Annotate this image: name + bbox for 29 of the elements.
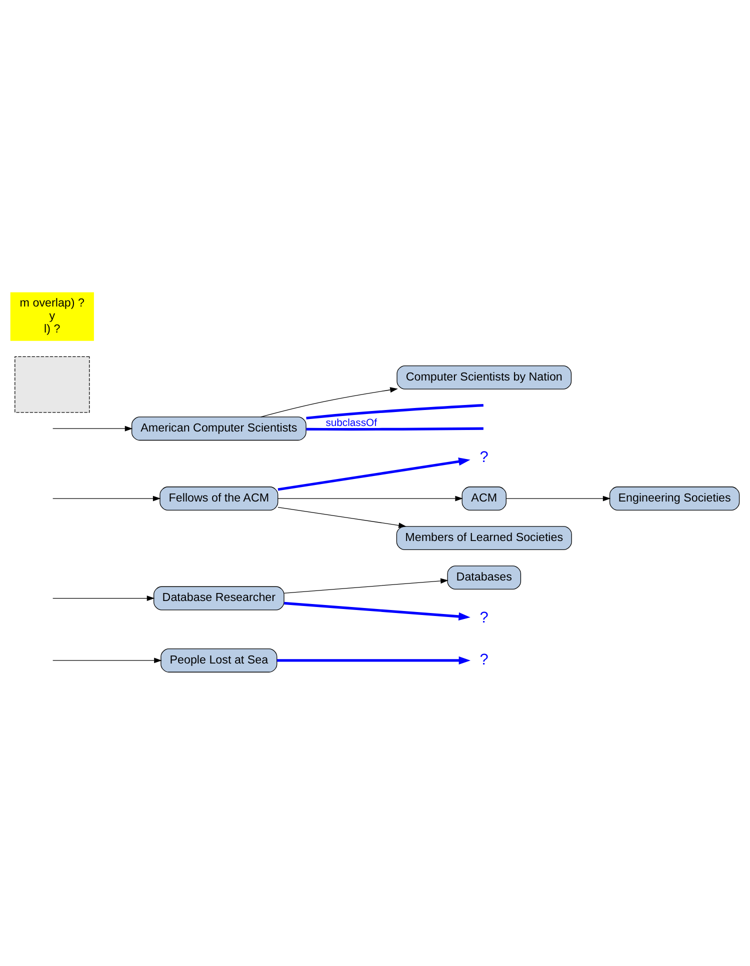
arrow	[52, 496, 161, 502]
node-box: Database Researcher	[154, 586, 284, 610]
node-box: Databases	[447, 566, 522, 590]
node-box: Engineering Societies	[609, 486, 740, 511]
node-text: ?	[480, 651, 488, 668]
node-box: m overlap) ? y l) ?	[10, 292, 94, 341]
node-box	[14, 356, 90, 413]
arrow	[284, 578, 448, 594]
node-box: American Computer Scientists	[131, 416, 306, 441]
node-text: ?	[480, 448, 488, 466]
arrow	[278, 496, 463, 502]
connector	[306, 404, 484, 420]
connector	[306, 427, 484, 431]
arrow	[284, 602, 470, 621]
node-box: ACM	[462, 486, 506, 511]
node-box: Members of Learned Societies	[396, 526, 572, 550]
node-box: People Lost at Sea	[160, 648, 278, 672]
node-box: Fellows of the ACM	[160, 486, 278, 511]
arrow	[52, 658, 162, 664]
node-text: ?	[480, 609, 488, 626]
arrow	[278, 506, 406, 528]
edge-label: subclassOf	[326, 418, 377, 429]
node-box: Computer Scientists by Nation	[396, 365, 572, 390]
arrow	[506, 496, 611, 502]
arrow	[52, 426, 133, 432]
arrow	[277, 656, 470, 665]
arrow	[278, 458, 470, 491]
arrow	[260, 387, 398, 418]
arrow	[52, 596, 155, 601]
